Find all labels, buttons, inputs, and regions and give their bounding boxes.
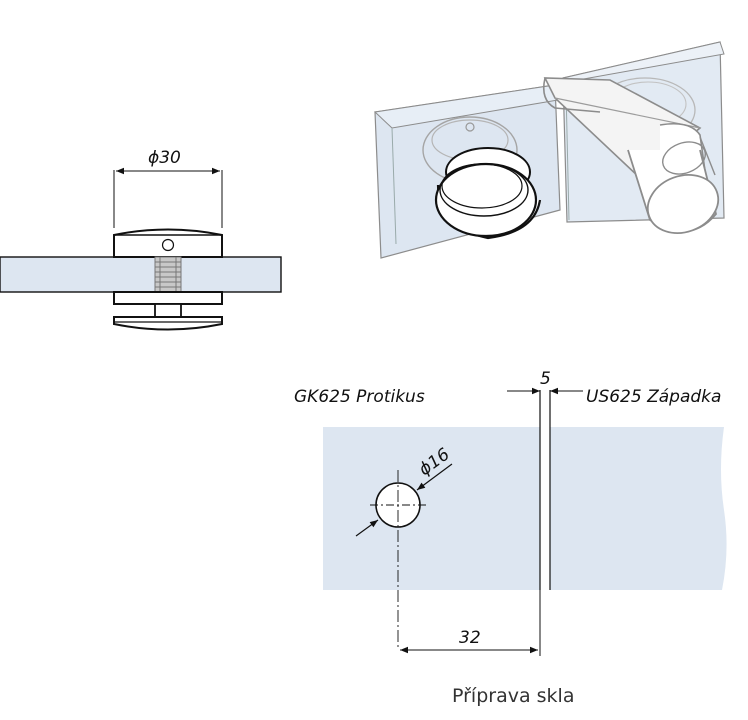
caption: Příprava skla [452, 685, 574, 707]
iso-left-knob [434, 147, 542, 240]
iso-right-lever [542, 77, 720, 234]
knob-neck [154, 303, 182, 318]
glass-pane [323, 427, 727, 590]
knob-set-screw-hole [161, 238, 175, 252]
stud-threads [155, 257, 181, 292]
glass-gap [540, 427, 550, 590]
right-product-label: US625 Západka [586, 387, 721, 407]
side-view-knob: ϕ30 [0, 148, 282, 331]
diameter-30-label: ϕ30 [148, 148, 181, 168]
left-product-label: GK625 Protikus [294, 387, 425, 407]
hole-diameter-arrow-lower [355, 519, 379, 537]
threaded-stud [154, 256, 182, 293]
isometric-view [373, 41, 725, 259]
knob-bottom-cap [113, 316, 223, 331]
glass-section [0, 256, 282, 293]
iso-right-pane-inner-edge [565, 89, 570, 221]
iso-left-screw-hole [465, 122, 475, 132]
offset-label: 32 [459, 628, 481, 648]
gap-label: 5 [540, 369, 551, 389]
bottom-washer [113, 291, 223, 305]
hole-diameter-arrow-upper [416, 463, 453, 491]
iso-left-pane-inner-edge [391, 127, 397, 245]
glass-preparation-view: 5 GK625 Protikus US625 Západka ϕ16 32 Př… [294, 369, 727, 707]
